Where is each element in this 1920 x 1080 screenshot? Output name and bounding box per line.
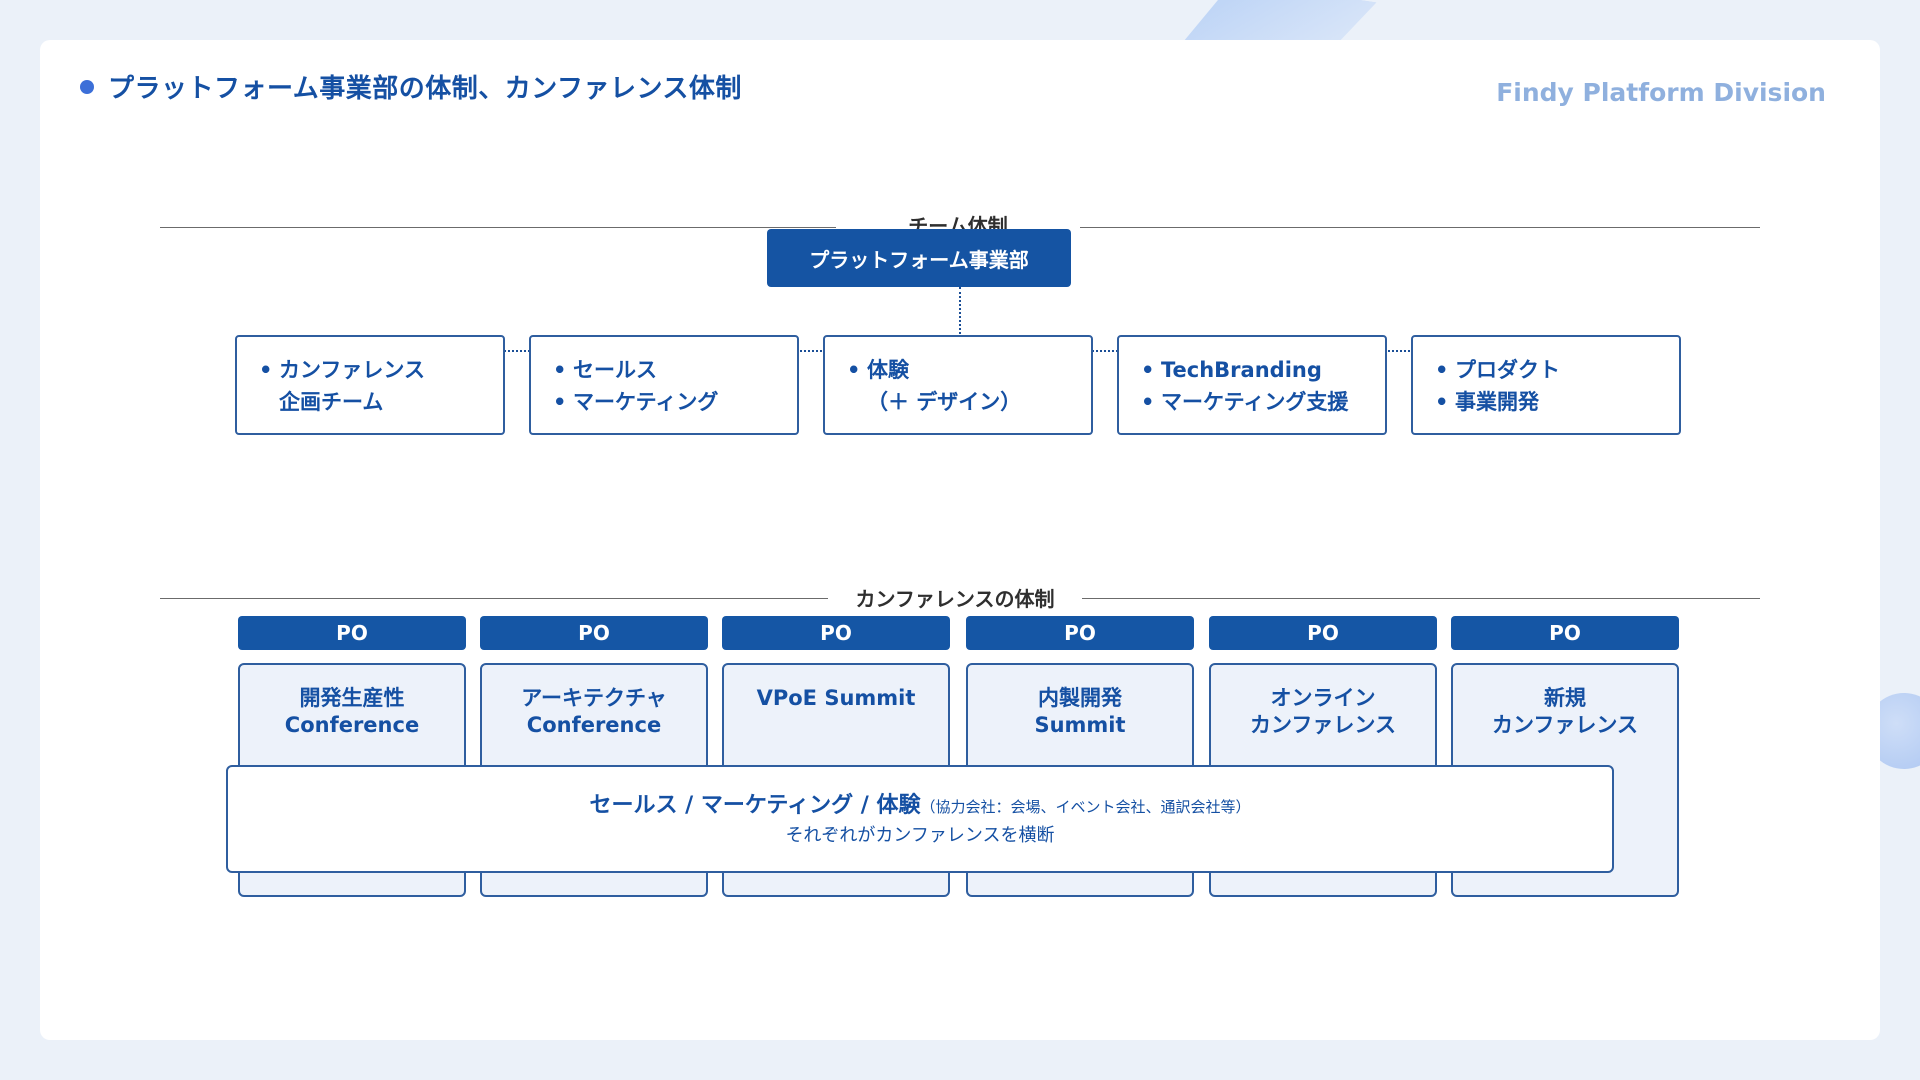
shared-note: （協力会社：会場、イベント会社、通訳会社等） [920,798,1251,816]
team-line: •プロダクト [1435,354,1560,386]
team-line-text: 体験 [867,358,909,382]
team-lines: •体験 （＋ デザイン） [847,354,1021,418]
bullet-icon: • [1435,390,1449,414]
team-line-text: セールス [573,358,657,382]
team-box: •セールス•マーケティング [529,335,799,435]
bullet-icon: • [553,390,567,414]
shared-subtitle: それぞれがカンファレンスを横断 [785,825,1055,846]
team-divider-left [160,227,836,228]
team-box: •プロダクト•事業開発 [1411,335,1681,435]
conference-name-line: 開発生産性 [299,686,405,710]
conference-name: オンラインカンファレンス [1211,685,1435,739]
team-lines: •セールス•マーケティング [553,354,718,418]
conference-name-line: 新規 [1544,686,1586,710]
team-lines: •プロダクト•事業開発 [1435,354,1560,418]
po-badge: PO [238,616,466,650]
conference-name-line: Conference [526,713,662,737]
conference-name: 新規カンファレンス [1453,685,1677,739]
conference-name: VPoE Summit [724,685,948,712]
conference-divider-right [1082,598,1760,599]
team-line: •カンファレンス [259,354,425,386]
brand-label: Findy Platform Division [1496,78,1826,107]
team-lines: •カンファレンス企画チーム [259,354,425,418]
team-line-text: カンファレンス [279,358,425,382]
team-line: •TechBranding [1141,354,1348,386]
conference-name-line: 内製開発 [1038,686,1122,710]
team-line-text: マーケティング [573,390,719,414]
conference-name-line: Summit [1034,713,1126,737]
po-badge: PO [966,616,1194,650]
conference-name: アーキテクチャ Conference [482,685,706,739]
org-top-unit: プラットフォーム事業部 [767,229,1071,287]
team-divider-right [1080,227,1760,228]
team-line-text: TechBranding [1161,358,1322,382]
shared-functions-box: セールス / マーケティング / 体験（協力会社：会場、イベント会社、通訳会社等… [226,765,1614,873]
po-badge: PO [1451,616,1679,650]
team-line-text: プロダクト [1455,358,1560,382]
bullet-icon: • [847,358,861,382]
team-line-text: マーケティング支援 [1161,390,1349,414]
conference-name: 内製開発 Summit [968,685,1192,739]
team-line: 企画チーム [259,386,425,418]
team-box: •TechBranding•マーケティング支援 [1117,335,1387,435]
conference-name-line: オンライン [1270,686,1376,710]
team-line-text: 事業開発 [1455,390,1539,414]
bullet-icon: • [553,358,567,382]
team-line-text: （＋ デザイン） [867,390,1022,414]
page-title: プラットフォーム事業部の体制、カンファレンス体制 [108,74,742,104]
team-lines: •TechBranding•マーケティング支援 [1141,354,1348,418]
bullet-icon: • [1141,358,1155,382]
conference-divider-left [160,598,828,599]
team-line: •マーケティング [553,386,718,418]
team-line: •体験 [847,354,1021,386]
team-line: •事業開発 [1435,386,1560,418]
title-area: プラットフォーム事業部の体制、カンファレンス体制 [80,68,742,105]
po-badge: PO [722,616,950,650]
team-line: （＋ デザイン） [847,386,1021,418]
team-box: •カンファレンス企画チーム [235,335,505,435]
bullet-icon: • [1141,390,1155,414]
conference-name-line: VPoE Summit [756,686,916,710]
title-bullet-icon [80,79,94,94]
connector-trunk [959,287,961,374]
conference-name-line: カンファレンス [1492,713,1638,737]
shared-title: セールス / マーケティング / 体験 [589,793,921,818]
po-badge: PO [1209,616,1437,650]
po-badge: PO [480,616,708,650]
team-line: •マーケティング支援 [1141,386,1348,418]
conference-name: 開発生産性 Conference [240,685,464,739]
conference-name-line: アーキテクチャ [521,686,667,710]
bullet-icon: • [1435,358,1449,382]
team-line: •セールス [553,354,718,386]
team-box: •体験 （＋ デザイン） [823,335,1093,435]
conference-name-line: Conference [284,713,420,737]
conference-section-label: カンファレンスの体制 [855,587,1055,611]
bullet-icon: • [259,358,273,382]
team-line-text: 企画チーム [279,390,384,414]
conference-name-line: カンファレンス [1250,713,1396,737]
